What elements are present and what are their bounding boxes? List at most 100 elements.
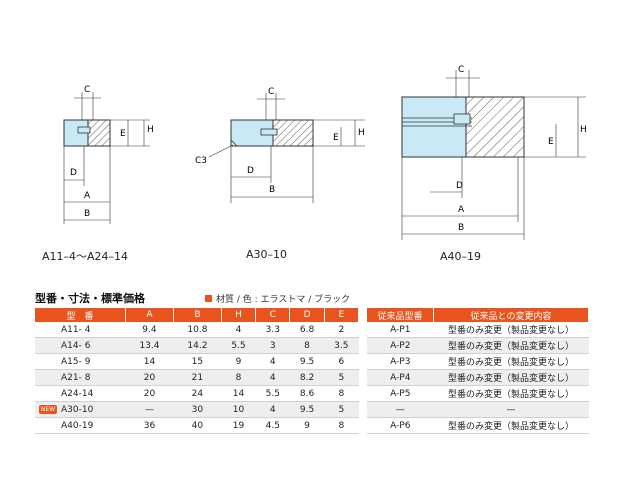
model-cell: A40-19 [35,417,126,434]
value-cell: 15 [173,353,222,370]
value-cell: 20 [125,385,174,402]
dim-a: A [84,191,91,201]
value-cell: 14 [221,385,256,402]
diagram-a40: C E H D A B [401,65,587,240]
caption-d3: A40–19 [440,250,482,263]
value-cell: 9.5 [289,401,325,418]
dim-c: C [84,85,90,95]
value-cell: 4 [221,322,256,338]
value-cell: 30 [173,401,222,418]
value-cell: 8.6 [289,385,325,402]
note-bullet [205,295,212,302]
spec-col-header: C [255,308,291,322]
value-cell: 5 [324,369,359,386]
value-cell: 4 [255,401,290,418]
compat-cell: A-P1 [367,322,434,338]
value-cell: 10 [221,401,256,418]
model-label: A30-10 [61,404,94,415]
value-cell: 5.5 [255,385,290,402]
compat-cell: A-P2 [367,337,434,354]
dim-e: E [548,137,554,147]
value-cell: 8 [289,337,325,354]
value-cell: 3.3 [255,322,290,338]
new-badge: NEW [39,405,58,414]
model-label: A15- 9 [61,356,91,367]
dim-d: D [70,168,77,178]
value-cell: 5 [324,401,359,418]
caption-d1: A11–4～A24–14 [42,250,129,263]
value-cell: 9.5 [289,353,325,370]
value-cell: 13.4 [125,337,174,354]
dim-b: B [458,223,464,233]
dim-c: C [458,65,464,75]
dim-d: D [456,181,463,191]
dim-h: H [147,125,154,135]
compat-cell: A-P6 [367,417,434,434]
value-cell: 8.2 [289,369,325,386]
compat-cell: 型番のみ変更（製品変更なし） [433,337,589,354]
value-cell: 8 [324,417,359,434]
value-cell: 4.5 [255,417,290,434]
model-label: A24-14 [61,388,94,399]
compat-col-header: 従来品との変更内容 [433,308,589,322]
value-cell: 8 [324,385,359,402]
compat-col-header: 従来品型番 [367,308,434,322]
value-cell: 21 [173,369,222,386]
value-cell: 5.5 [221,337,256,354]
compat-cell: A-P5 [367,385,434,402]
table-section-title: 型番・寸法・標準価格 [35,292,145,305]
compat-cell: A-P4 [367,369,434,386]
compat-cell: — [433,401,589,418]
model-cell: A21- 8 [35,369,126,386]
value-cell: 9 [289,417,325,434]
value-cell: 4 [255,353,290,370]
value-cell: 20 [125,369,174,386]
material-note: 材質 / 色 : エラストマ / ブラック [205,292,350,305]
value-cell: 8 [221,369,256,386]
dim-b: B [269,185,275,195]
model-label: A40-19 [61,420,94,431]
dim-a: A [458,205,465,215]
table-row: —— [367,401,589,418]
value-cell: 14.2 [173,337,222,354]
model-label: A14- 6 [61,340,91,351]
dim-e: E [120,129,126,139]
model-label: A21- 8 [61,372,91,383]
spec-col-header: 型 番 [35,308,126,322]
value-cell: 4 [255,369,290,386]
model-cell: A14- 6 [35,337,126,354]
dim-b: B [84,209,90,219]
material-note-text: 材質 / 色 : エラストマ / ブラック [216,295,351,305]
value-cell: 6.8 [289,322,325,338]
value-cell: 14 [125,353,174,370]
model-cell: A11- 4 [35,322,126,338]
value-cell: 10.8 [173,322,222,338]
value-cell: 3.5 [324,337,359,354]
compat-cell: — [367,401,434,418]
spec-col-header: D [289,308,325,322]
value-cell: 9.4 [125,322,174,338]
dim-c: C [268,87,274,97]
dim-d: D [247,166,254,176]
compat-cell: 型番のみ変更（製品変更なし） [433,369,589,386]
spec-col-header: A [125,308,174,322]
compat-cell: A-P3 [367,353,434,370]
spec-col-header: E [324,308,360,322]
value-cell: 19 [221,417,256,434]
value-cell: 24 [173,385,222,402]
